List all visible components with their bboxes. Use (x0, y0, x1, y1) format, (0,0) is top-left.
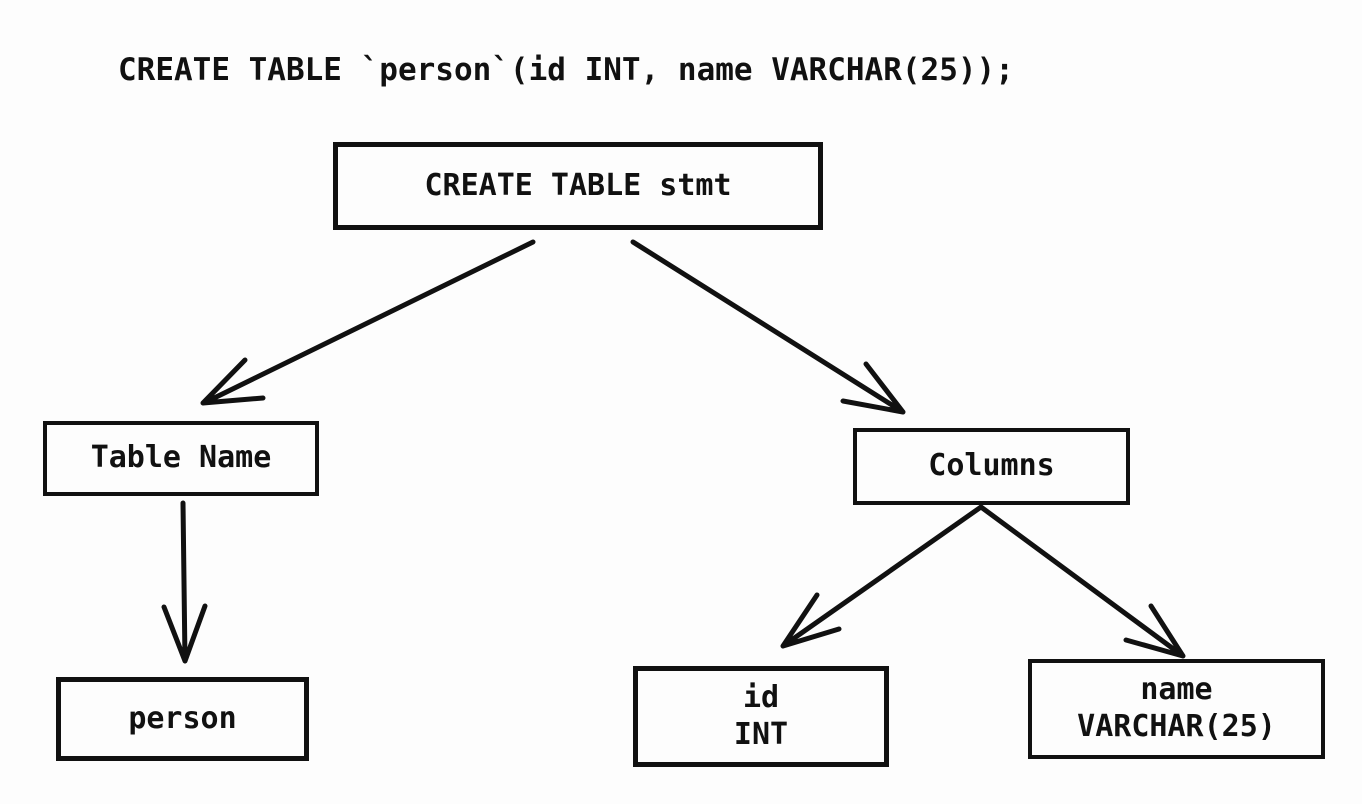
node-name-varchar: name VARCHAR(25) (1028, 659, 1325, 759)
node-name-varchar-type: VARCHAR(25) (1077, 709, 1276, 744)
sql-statement-text: CREATE TABLE `person`(id INT, name VARCH… (118, 52, 1014, 88)
node-id-int: id INT (633, 666, 889, 767)
node-columns: Columns (853, 428, 1130, 505)
arrow-stmt-to-table-name (200, 239, 536, 406)
node-person-label: person (128, 700, 237, 736)
arrow-stmt-to-columns (630, 239, 906, 415)
node-create-table-stmt: CREATE TABLE stmt (333, 142, 823, 230)
node-create-table-stmt-label: CREATE TABLE stmt (424, 167, 732, 203)
arrow-table-name-to-person (161, 500, 208, 664)
node-id-int-name: id (742, 679, 780, 715)
arrow-columns-to-id (780, 504, 984, 649)
arrow-columns-to-name (978, 504, 1186, 659)
node-person: person (56, 677, 309, 761)
node-table-name-label: Table Name (90, 440, 272, 476)
node-table-name: Table Name (43, 421, 319, 496)
node-columns-label: Columns (928, 448, 1055, 484)
node-name-varchar-name: name (1140, 672, 1213, 708)
node-id-int-type: INT (733, 716, 789, 752)
